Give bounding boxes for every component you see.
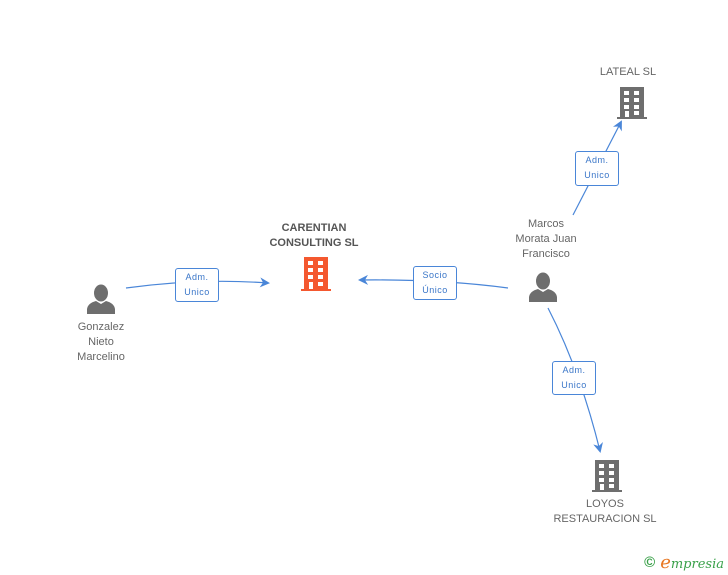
brand-logo[interactable]: empresia [660, 552, 724, 573]
company-label-loyos[interactable]: LOYOS RESTAURACION SL [553, 498, 657, 525]
company-label-lateal[interactable]: LATEAL SL [599, 66, 657, 78]
person-label-gonzalez[interactable]: Gonzalez Nieto Marcelino [77, 321, 125, 363]
main-company-label[interactable]: CARENTIAN CONSULTING SL [269, 222, 359, 249]
brand-name: mpresia [670, 557, 724, 572]
footer-brand: © empresia [644, 552, 724, 573]
person-label-marcos[interactable]: Marcos Morata Juan Francisco [515, 218, 577, 260]
person-icon[interactable] [87, 284, 115, 315]
relation-label-gonzalez-main: Adm. Unico [175, 268, 219, 302]
person-icon[interactable] [529, 272, 557, 303]
building-icon[interactable] [592, 460, 622, 492]
brand-initial: e [660, 552, 671, 573]
building-icon[interactable] [617, 87, 647, 119]
copyright-icon: © [644, 554, 656, 571]
building-icon[interactable] [301, 257, 331, 291]
relation-label-marcos-loyos: Adm. Unico [552, 361, 596, 395]
relation-label-marcos-lateal: Adm. Unico [575, 151, 619, 186]
relation-label-marcos-main: Socio Único [413, 266, 457, 300]
